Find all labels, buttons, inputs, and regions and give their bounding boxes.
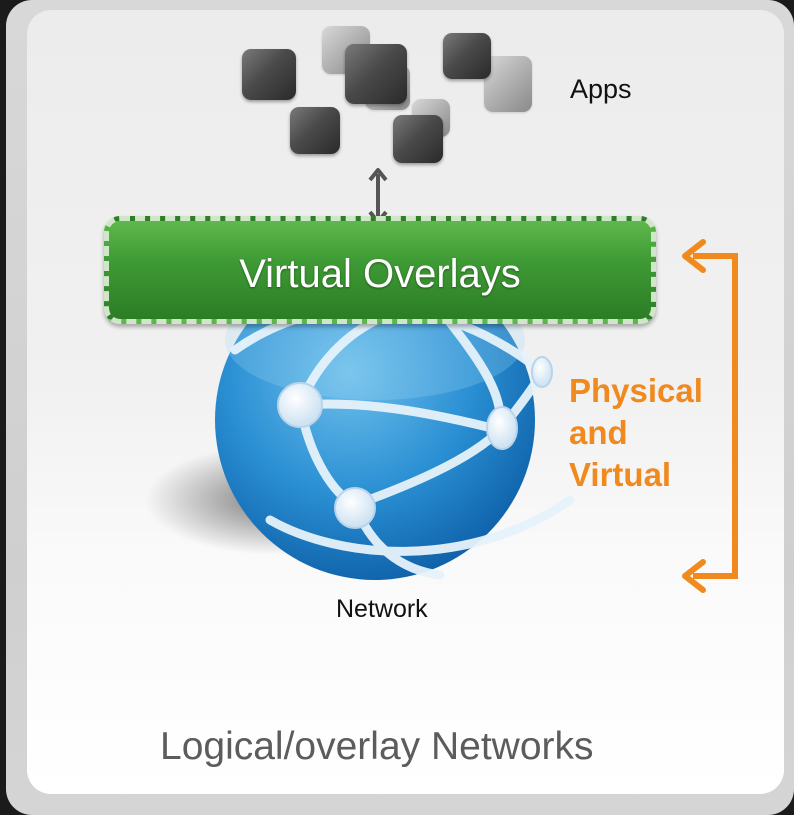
physical-and-virtual-label: Physical and Virtual	[569, 370, 703, 496]
network-label: Network	[336, 595, 428, 623]
virtual-line: Virtual	[569, 456, 672, 493]
network-globe-icon	[145, 270, 575, 580]
app-cube-icon	[242, 49, 296, 100]
apps-label: Apps	[570, 74, 632, 104]
footer-title: Logical/overlay Networks	[160, 725, 594, 768]
virtual-overlays-label: Virtual Overlays	[239, 252, 521, 296]
app-cube-icon	[484, 56, 532, 112]
virtual-overlays-bar: Virtual Overlays	[104, 216, 656, 324]
app-cube-icon	[345, 44, 407, 104]
orange-bracket-arrow-icon	[682, 239, 738, 593]
app-cube-icon	[443, 33, 491, 79]
app-cube-icon	[290, 107, 340, 154]
app-cube-icon	[393, 115, 443, 163]
physical-line: Physical	[569, 372, 703, 409]
and-line: and	[569, 414, 628, 451]
